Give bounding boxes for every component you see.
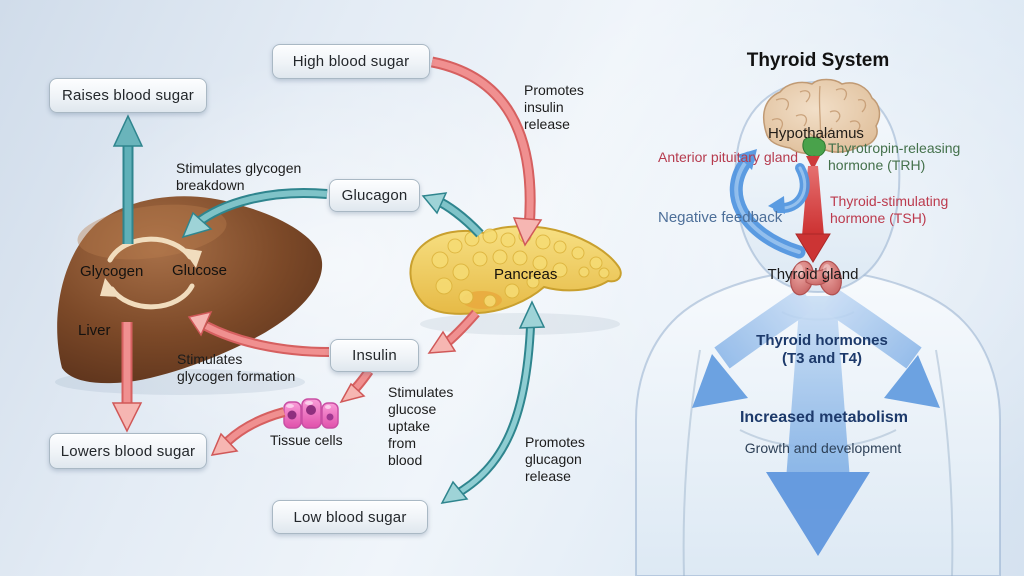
tissue-cells-icon [283,398,339,429]
high-sugar-to-pancreas-arrow [430,56,543,247]
down-effect-arrow-shaft [786,296,850,480]
pancreas-label: Pancreas [494,266,558,283]
pancreas-illustration [409,225,622,315]
pancreas-texture [431,228,610,308]
cycle-arrowhead-right [182,248,202,268]
brain-illustration [762,78,881,170]
high-blood-sugar-label: High blood sugar [292,53,410,70]
tsh-label: Thyroid-stimulating hormone (TSH) [830,193,949,226]
tsh-arrowhead [795,233,831,263]
trh-release-arrow [806,156,820,170]
insulin-to-liver-arrow [187,310,330,357]
glucagon-to-liver-arrow [181,188,328,239]
stimulates-breakdown-label: Stimulates glycogen breakdown [176,160,302,193]
growth-development-label: Growth and development [744,440,902,456]
negative-feedback-label: Negative feedback [658,209,783,226]
hormone-effect-arrows [692,287,940,556]
feedback-arrowhead-upper [737,149,757,170]
raises-blood-sugar-label: Raises blood sugar [61,87,194,104]
pancreas-to-insulin-arrow [427,309,480,354]
glucagon-box: Glucagon [329,179,420,212]
glucose-label: Glucose [172,262,228,279]
liver-to-raises-arrow [112,114,144,244]
low-blood-sugar-box: Low blood sugar [272,500,428,534]
insulin-box: Insulin [330,339,419,372]
glycogen-glucose-cycle [100,236,202,310]
low-sugar-to-pancreas-arrow [440,300,546,504]
increased-metabolism-label: Increased metabolism [739,409,909,426]
insulin-label: Insulin [352,347,397,364]
low-blood-sugar-label: Low blood sugar [293,508,407,526]
hypothalamus-label: Hypothalamus [768,125,864,142]
stimulates-formation-label: Stimulates glycogen formation [177,351,296,384]
raises-blood-sugar-box: Raises blood sugar [49,78,207,113]
cycle-arrowhead-left [100,278,120,297]
anterior-pituitary-label: Anterior pituitary gland [658,149,799,165]
thyroid-gland-label: Thyroid gland [767,266,859,283]
lowers-blood-sugar-label: Lowers blood sugar [60,442,196,460]
pancreas-to-glucagon-arrow [421,192,484,238]
insulin-to-cells-arrow [339,368,374,404]
right-effect-arrow-shaft [820,287,922,369]
high-blood-sugar-box: High blood sugar [272,44,430,79]
glucagon-label: Glucagon [341,187,408,204]
liver-label: Liver [78,322,111,339]
thyroid-system-title: Thyroid System [746,50,890,71]
feedback-arrowhead-lower [768,196,785,214]
insulin-pathway-arrows [111,56,543,456]
liver-to-lowers-arrow [111,322,143,433]
thyroid-hormones-label: Thyroid hormones (T3 and T4) [756,332,888,368]
pancreas-shadow [420,313,620,335]
hypothalamus-gland-icon [802,136,826,157]
thyroid-gland-icon [790,260,842,296]
down-effect-arrowhead [766,472,870,556]
tissue-cells-label: Tissue cells [270,432,343,448]
brain-folds [771,85,867,147]
lowers-blood-sugar-box: Lowers blood sugar [49,433,207,469]
left-effect-arrow-shaft [714,287,816,369]
glycogen-label: Glycogen [80,263,144,280]
liver-highlight [77,204,227,260]
promotes-insulin-label: Promotes insulin release [524,82,584,132]
negative-feedback-arrows [729,149,810,259]
cells-to-lowers-arrow [210,407,286,456]
glucagon-pathway-arrows [112,114,546,504]
stimulates-uptake-label: Stimulates glucose uptake from blood [388,384,454,468]
trh-label: Thyrotropin-releasing hormone (TRH) [828,140,961,173]
right-effect-arrowhead [884,355,940,408]
left-effect-arrowhead [692,354,748,408]
promotes-glucagon-label: Promotes glucagon release [525,434,585,484]
